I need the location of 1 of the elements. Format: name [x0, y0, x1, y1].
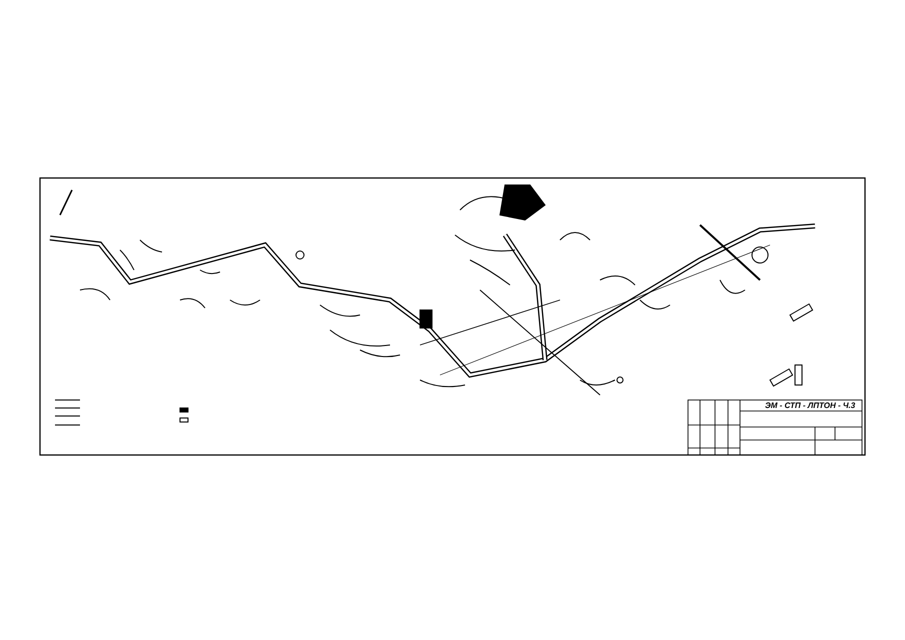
drawing-code: ЭМ - СТП - ЛПТОН - Ч.3	[765, 401, 856, 410]
